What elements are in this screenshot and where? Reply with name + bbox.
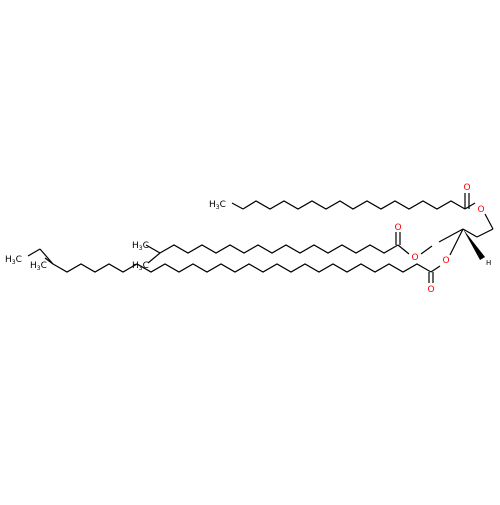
carbonyl-2: O — [394, 223, 402, 245]
ester-oxygen-1: O — [477, 205, 484, 215]
chain-1-bonds — [231, 200, 476, 210]
methyl-label-2b: H3C — [132, 261, 149, 272]
methyl-label-2a: H3C — [132, 241, 149, 252]
ester-bond-3 — [430, 265, 441, 273]
carbonyl-oxygen-3: O — [427, 285, 434, 295]
carbonyl-oxygen-1: O — [463, 183, 470, 193]
carbonyl-oxygen-2: O — [394, 223, 401, 233]
methyl-label-3b: H3C — [30, 261, 47, 272]
ester-bond-2 — [420, 245, 433, 255]
ester-oxygen-3: O — [442, 256, 449, 266]
stereo-hydrogen: H — [486, 259, 491, 267]
methyl-label-3a: H3C — [5, 255, 22, 266]
chain-1-terminal: H3C — [209, 200, 226, 211]
glycerol-backbone — [438, 213, 494, 256]
wedge-bond — [463, 229, 485, 260]
chain-3-terminal: H3C H3C — [5, 255, 47, 272]
chain-2-terminal: H3C H3C — [132, 241, 149, 272]
carbonyl-3: O — [427, 272, 435, 295]
ester-oxygen-2: O — [411, 253, 418, 263]
chain-3-bonds — [27, 248, 432, 273]
methyl-label-1: H3C — [209, 200, 226, 211]
chain-2-bonds — [145, 244, 410, 264]
carbonyl-1: O — [463, 183, 471, 209]
